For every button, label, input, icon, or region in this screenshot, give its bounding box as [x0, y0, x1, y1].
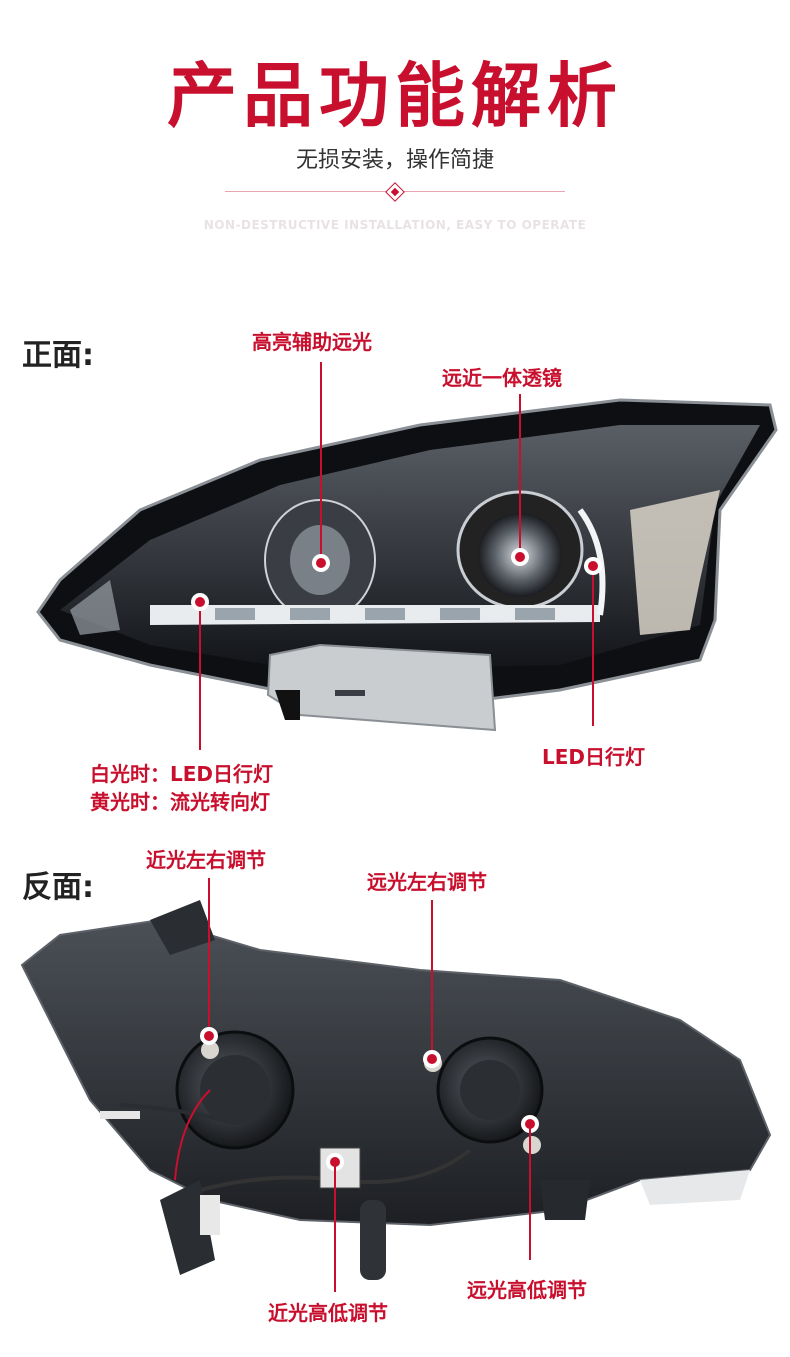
leader-line [431, 900, 433, 1054]
headlight-front-image [36, 398, 778, 732]
leader-line [208, 878, 210, 1032]
label-low-ud: 近光高低调节 [268, 1301, 388, 1325]
page-subtitle: 无损安装，操作简捷 [295, 148, 494, 173]
label-drl-right: LED日行灯 [542, 745, 646, 769]
label-low-lr: 近光左右调节 [146, 848, 266, 872]
leader-line [320, 362, 322, 562]
label-white-mode: 白光时：LED日行灯 [90, 762, 274, 786]
headlight-back-image [20, 900, 772, 1280]
label-high-ud: 远光高低调节 [467, 1278, 587, 1302]
callout-dot [521, 1115, 539, 1133]
leader-line [592, 568, 594, 726]
callout-dot [326, 1153, 344, 1171]
front-section-label: 正面: [22, 338, 94, 373]
diamond-icon [385, 182, 405, 202]
leader-line [334, 1166, 336, 1292]
label-high-lr: 远光左右调节 [367, 870, 487, 894]
label-bi-lens: 远近一体透镜 [442, 366, 562, 390]
english-subtitle: NON-DESTRUCTIVE INSTALLATION, EASY TO OP… [203, 218, 587, 232]
callout-dot [191, 593, 209, 611]
callout-dot [584, 557, 602, 575]
label-yellow-mode: 黄光时：流光转向灯 [90, 790, 270, 814]
page-title: 产品功能解析 [167, 54, 623, 137]
back-section-label: 反面: [22, 870, 94, 905]
leader-line [199, 602, 201, 750]
callout-dot [511, 548, 529, 566]
callout-dot [423, 1050, 441, 1068]
leader-line [529, 1128, 531, 1260]
callout-dot [200, 1027, 218, 1045]
leader-line [519, 394, 521, 556]
label-aux-high-beam: 高亮辅助远光 [252, 330, 372, 354]
callout-dot [312, 554, 330, 572]
